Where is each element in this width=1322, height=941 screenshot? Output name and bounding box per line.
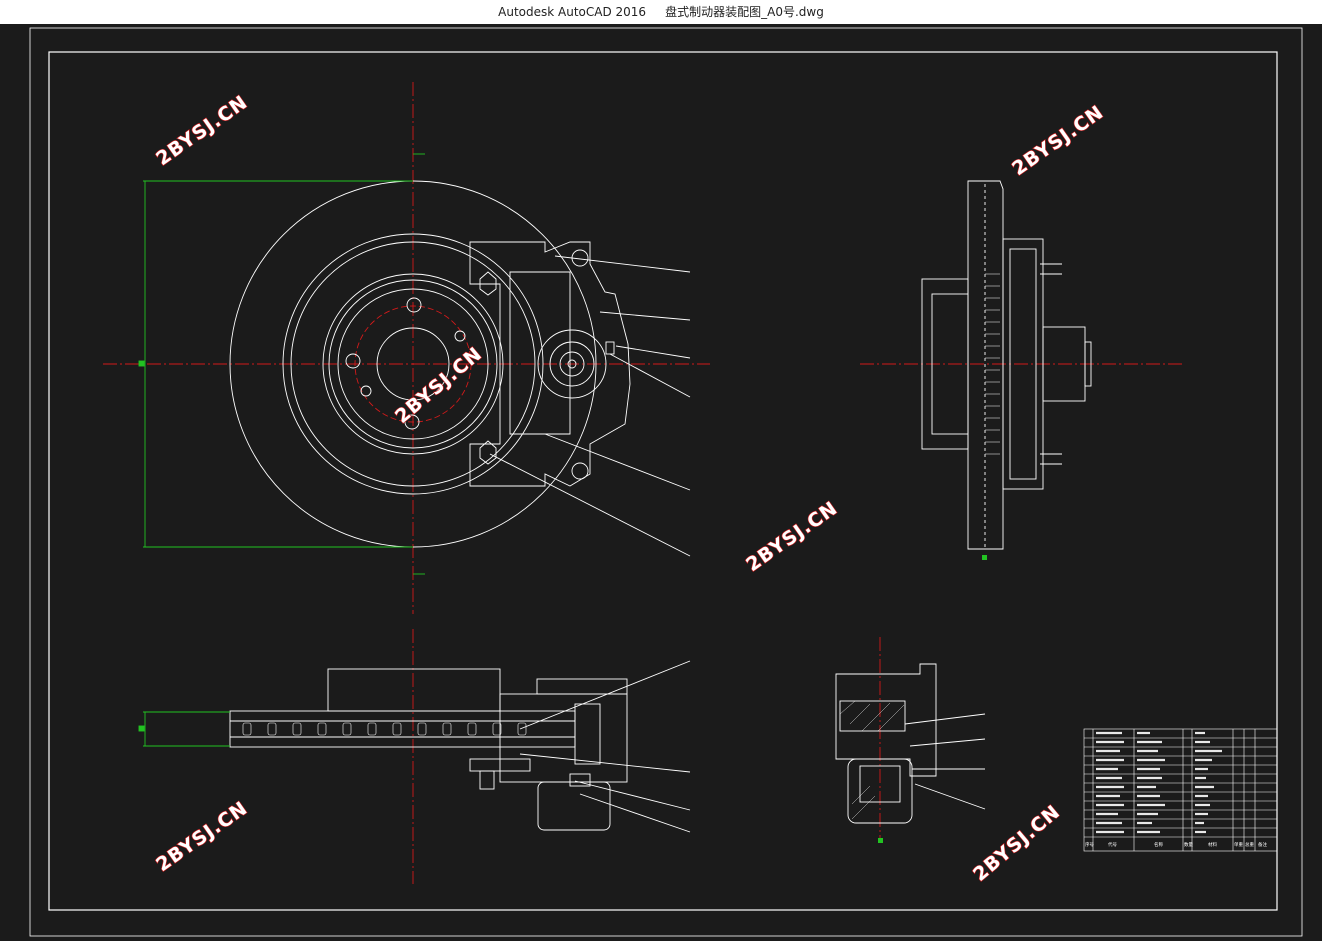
hex-nut-bottom	[479, 440, 497, 465]
leader-2	[599, 311, 691, 321]
watermark-2: 2BYSJ.CN	[1008, 101, 1108, 180]
stud-hole-1	[406, 297, 422, 313]
app-title: Autodesk AutoCAD 2016	[498, 5, 647, 19]
tb-header-2: 名称	[1154, 841, 1163, 848]
disc-mid-circle	[282, 233, 544, 495]
watermark-3: 2BYSJ.CN	[391, 343, 487, 428]
detail-pad	[839, 700, 906, 732]
piston-mid	[549, 341, 595, 387]
caliper-window	[509, 271, 571, 435]
plan-hub	[327, 668, 501, 712]
caliper-bolt-bottom	[571, 462, 589, 480]
watermark-6: 2BYSJ.CN	[969, 801, 1065, 886]
plan-piston	[537, 781, 611, 831]
plan-dimension	[138, 711, 230, 747]
hub-inner-circle	[337, 288, 489, 440]
hex-nut-top	[479, 271, 497, 296]
tb-header-6: 总重	[1245, 841, 1254, 848]
hub-outer-circle-2	[328, 279, 498, 449]
plan-caliper	[499, 693, 628, 783]
leader-3	[615, 345, 691, 359]
tb-header-7: 备注	[1258, 841, 1267, 848]
tb-header-5: 单重	[1234, 841, 1243, 848]
front-dimension	[138, 153, 425, 575]
stud-hole-4	[454, 330, 466, 342]
hub-outer-circle	[322, 273, 504, 455]
side-view[interactable]	[860, 180, 1182, 560]
tb-header-3: 数量	[1184, 841, 1193, 848]
leader-1	[554, 255, 691, 273]
detail-piston	[847, 758, 913, 824]
piston-center	[567, 359, 577, 369]
tb-header-0: 序号	[1085, 841, 1094, 848]
plan-view[interactable]	[229, 629, 691, 884]
leader-5	[544, 433, 691, 491]
detail-section[interactable]	[835, 637, 986, 843]
piston-inner	[559, 351, 585, 377]
tb-header-4: 材料	[1208, 841, 1217, 848]
stud-hole-5	[404, 414, 420, 430]
sheet-outer-border	[29, 27, 1303, 937]
sheet-inner-border	[48, 51, 1278, 911]
leader-4	[609, 353, 691, 398]
drawing-canvas[interactable]: 序号 代号 名称 数量 材料 单重 总重 备注 2BYSJ.CN 2BYSJ.C…	[0, 24, 1322, 941]
title-block-frame	[1083, 728, 1278, 852]
watermarks: 2BYSJ.CN 2BYSJ.CN 2BYSJ.CN 2BYSJ.CN 2BYS…	[152, 91, 1109, 887]
piston-outer	[537, 329, 607, 399]
watermark-1: 2BYSJ.CN	[152, 91, 252, 170]
leader-6	[489, 453, 691, 557]
side-disc	[967, 180, 1004, 550]
disc-mid-circle-2	[290, 241, 536, 487]
tb-header-1: 代号	[1108, 841, 1117, 848]
drawing-svg[interactable]: 序号 代号 名称 数量 材料 单重 总重 备注 2BYSJ.CN 2BYSJ.C…	[0, 24, 1322, 941]
plan-disc	[229, 710, 576, 748]
stud-hole-3	[360, 385, 372, 397]
stud-hole-2	[345, 353, 361, 369]
watermark-5: 2BYSJ.CN	[152, 797, 252, 876]
watermark-4: 2BYSJ.CN	[742, 497, 842, 576]
center-bore	[376, 327, 450, 401]
bolt-pitch-circle	[354, 305, 472, 423]
bleed-screw	[605, 341, 615, 355]
file-title: 盘式制动器装配图_A0号.dwg	[665, 5, 824, 19]
front-view[interactable]	[103, 82, 710, 614]
title-block[interactable]: 序号 代号 名称 数量 材料 单重 总重 备注	[1083, 728, 1278, 852]
window-title-bar: Autodesk AutoCAD 2016 盘式制动器装配图_A0号.dwg	[0, 0, 1322, 24]
